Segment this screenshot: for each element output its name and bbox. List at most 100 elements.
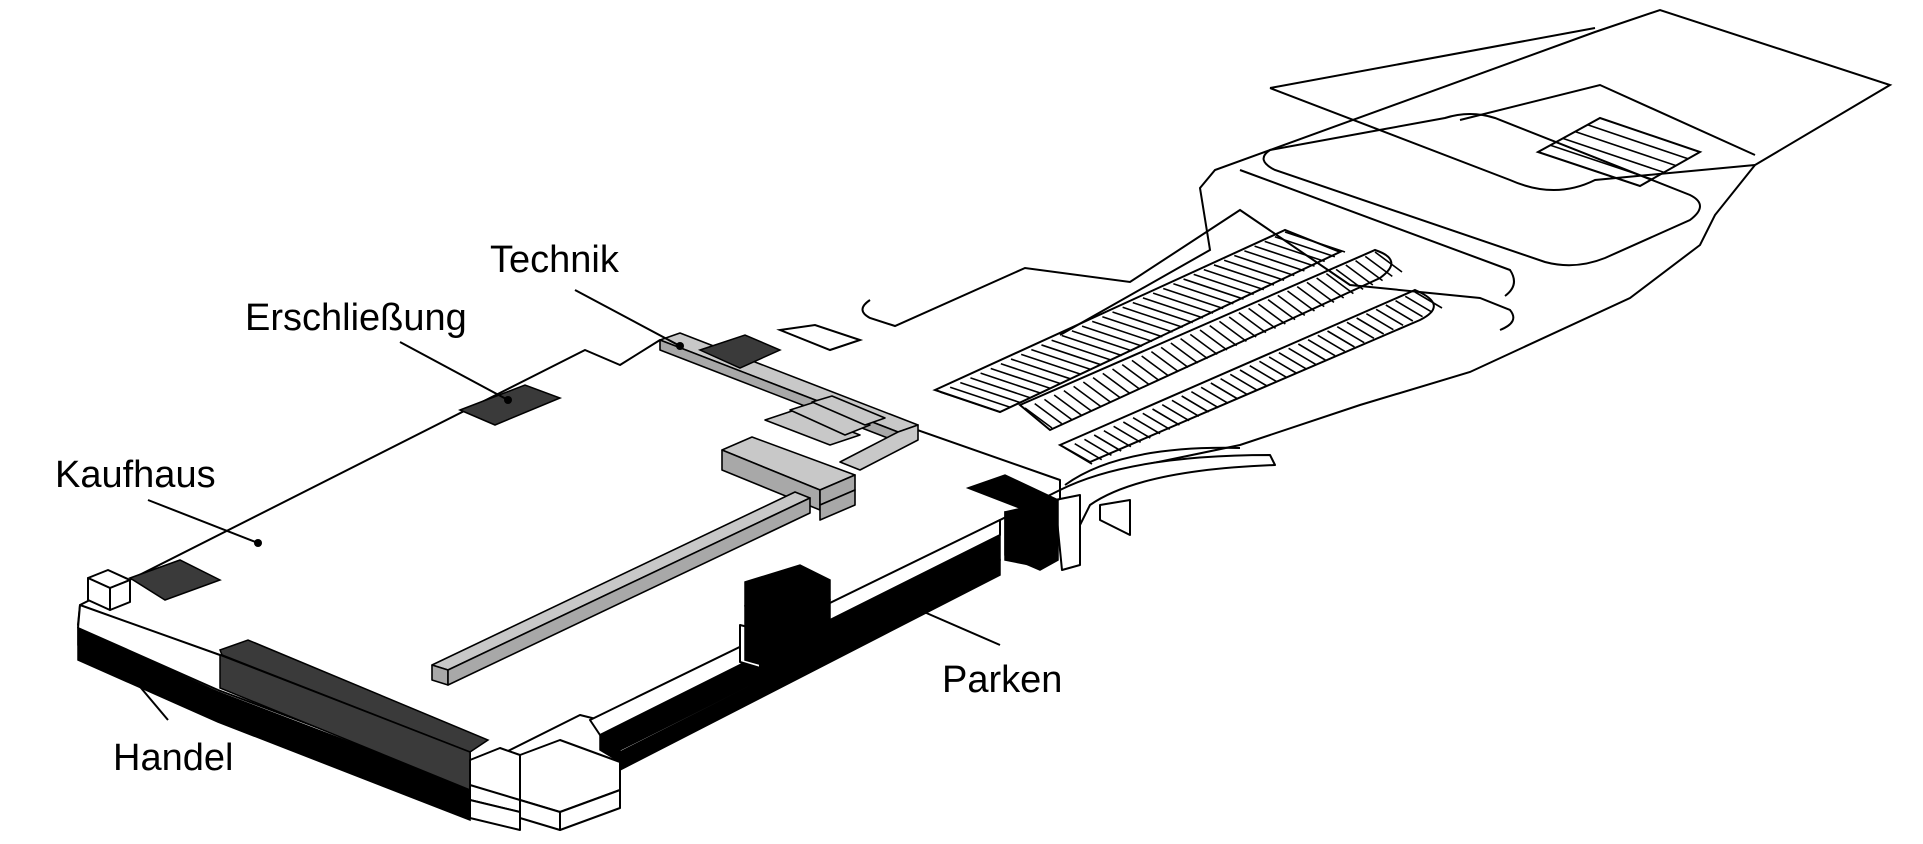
parking-stall-line [1249,364,1278,383]
parking-stall-line [1183,278,1244,300]
parking-stall-line [1325,273,1354,295]
parking-stall-line [1170,342,1199,364]
parking-stall-line [1074,442,1103,461]
parking-stall-line [1041,344,1102,366]
parking-stall-line [1259,360,1287,379]
parking-stall-line [980,372,1041,394]
label-erschliessung: Erschließung [245,297,467,339]
parking-stall-line [1092,377,1121,399]
parking-stall-line [1238,312,1267,334]
parking-stall-line [1297,343,1326,361]
technik-ducts [431,332,919,686]
parking-stall-line [1034,403,1063,425]
parking-stall-line [1084,438,1112,457]
parking-stall-line [1093,434,1122,452]
erschliessung-patch [458,384,563,426]
parking-stall-line [1103,429,1132,448]
parking-stall-line [1587,124,1689,160]
parking-stall-line [1317,334,1346,353]
parking-stall-line [1218,320,1247,342]
parking-stall-line [939,391,1001,413]
parking-stall-line [1161,403,1190,422]
parking-stall-line [1189,333,1218,355]
parking-stall-line [1150,351,1179,373]
parking-stall-line [1091,320,1153,343]
parking-stall-line [1200,386,1229,405]
parking-stall-line [960,381,1021,404]
kaufhaus-leader [147,499,259,544]
parking-stall-line [1335,268,1364,290]
parking-stall-line [1071,330,1133,352]
parking-stall-line [1277,294,1306,316]
parking-stall-line [1122,306,1183,329]
parking-stall-line [1152,408,1180,426]
parking-stall-line [1244,250,1305,272]
parking-stall-line [1112,368,1140,390]
label-handel: Handel [113,737,233,779]
parking-stall-line [1171,399,1200,418]
parking-stall-line [1374,251,1403,273]
parking-stall-line [1254,245,1315,267]
parking-stall-line [1284,231,1346,253]
kaufhaus-patch [128,559,222,601]
label-technik: Technik [490,239,620,281]
parking-stall-line [1112,311,1173,333]
technik-leader [574,289,681,347]
parking-stall-line [1043,398,1072,420]
parking-stall-line [1365,312,1394,331]
parking-stall-line [1199,329,1228,351]
parking-stall-line [1264,240,1325,263]
parking-stall-line [1173,283,1234,305]
building [77,323,1061,831]
dark-patches [128,334,782,601]
parking-stall-line [1061,334,1123,357]
parking-stall-line [1562,137,1665,174]
parking-stall-line [1336,325,1365,344]
parking-stall-line [1287,290,1315,312]
parking-stall-line [1113,425,1142,444]
handel-leader [119,662,169,721]
parking-rows [932,228,1443,465]
parking-stall-line [1073,385,1102,407]
parking-stall-line [1346,321,1375,340]
parking-stall-line [1213,264,1275,286]
parking-stall-line [1131,359,1160,381]
parken-leader [907,604,1001,646]
parking-stall-line [1228,316,1257,338]
parking-stall-line [970,377,1031,399]
parking-stall-line [1375,308,1404,327]
leader-lines [119,289,1001,721]
parking-stall-line [1278,351,1307,370]
parking-stall-line [1257,303,1286,325]
parking-stall-line [1121,364,1150,386]
parking-stall-line [1181,395,1210,413]
parking-stall-line [1307,338,1336,357]
label-kaufhaus: Kaufhaus [55,454,216,496]
label-parken: Parken [942,659,1062,701]
parking-stall-line [1010,358,1072,380]
parking-stall-line [1327,330,1355,348]
small-parking-grid [1535,116,1703,188]
parking-stall-line [990,367,1051,390]
parking-stall-line [1296,286,1325,308]
parking-stall-line [1081,325,1143,347]
road-network [861,8,1893,491]
parking-stall-line [1051,339,1112,361]
parking-stall-line [1152,292,1214,314]
parking-stall-line [1220,377,1248,396]
parking-stall-line [1132,301,1194,324]
parking-stall-line [1031,348,1092,371]
parking-stall-line [1356,317,1385,335]
parking-stall-line [1142,297,1204,319]
kaufhaus-dot [254,539,262,547]
parking-stall-line [1385,304,1414,322]
parking-stall-line [1102,372,1131,394]
parking-stall-line [1210,382,1239,400]
parking-stall-line [1229,373,1258,392]
parking-stall-line [1180,338,1209,360]
parking-stall-line [1190,390,1219,409]
parking-stall-line [1082,381,1111,403]
parking-stall-line [1162,287,1224,310]
parking-stall-line [1142,412,1171,431]
